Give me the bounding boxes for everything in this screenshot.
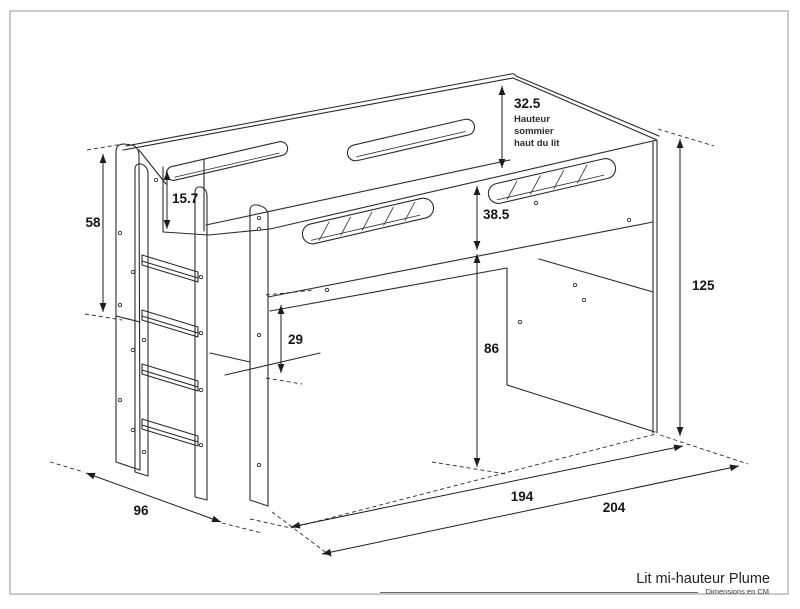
bed-structure: [115, 73, 660, 507]
label-32-5-caption-3: haut du lit: [514, 138, 560, 149]
dim-line-96: [85, 472, 222, 523]
page-border: [9, 10, 789, 595]
label-86: 86: [484, 341, 500, 356]
title-block: Lit mi-hauteur Plume Dimensions en CM: [380, 571, 770, 596]
rail-handle-cutout-left: [165, 141, 289, 181]
rail-handle-cutout-right: [346, 118, 476, 162]
label-38-5: 38.5: [483, 207, 510, 222]
dimension-labels: 58 15.7 32.5 Hauteur sommier haut du lit…: [85, 96, 715, 518]
label-194: 194: [511, 489, 534, 504]
label-204: 204: [603, 500, 626, 515]
ladder-steps: [141, 254, 199, 447]
label-32-5-caption-1: Hauteur: [514, 114, 550, 125]
label-58: 58: [85, 215, 101, 230]
base-slatted-cutout-right: [487, 158, 617, 204]
drawing-title: Lit mi-hauteur Plume: [636, 571, 770, 587]
label-29: 29: [288, 332, 303, 347]
drawing-units-note: Dimensions en CM: [706, 587, 769, 596]
dashed-reference-lines: [49, 128, 749, 558]
label-125: 125: [692, 278, 715, 293]
label-15-7: 15.7: [172, 191, 198, 206]
label-32-5: 32.5: [514, 96, 541, 111]
label-96: 96: [133, 503, 149, 518]
base-slatted-cutout-left: [301, 197, 435, 245]
dim-line-204: [321, 464, 740, 556]
label-32-5-caption-2: sommier: [514, 126, 554, 137]
screw-dots: [117, 177, 632, 468]
dimension-lines: [85, 86, 740, 556]
